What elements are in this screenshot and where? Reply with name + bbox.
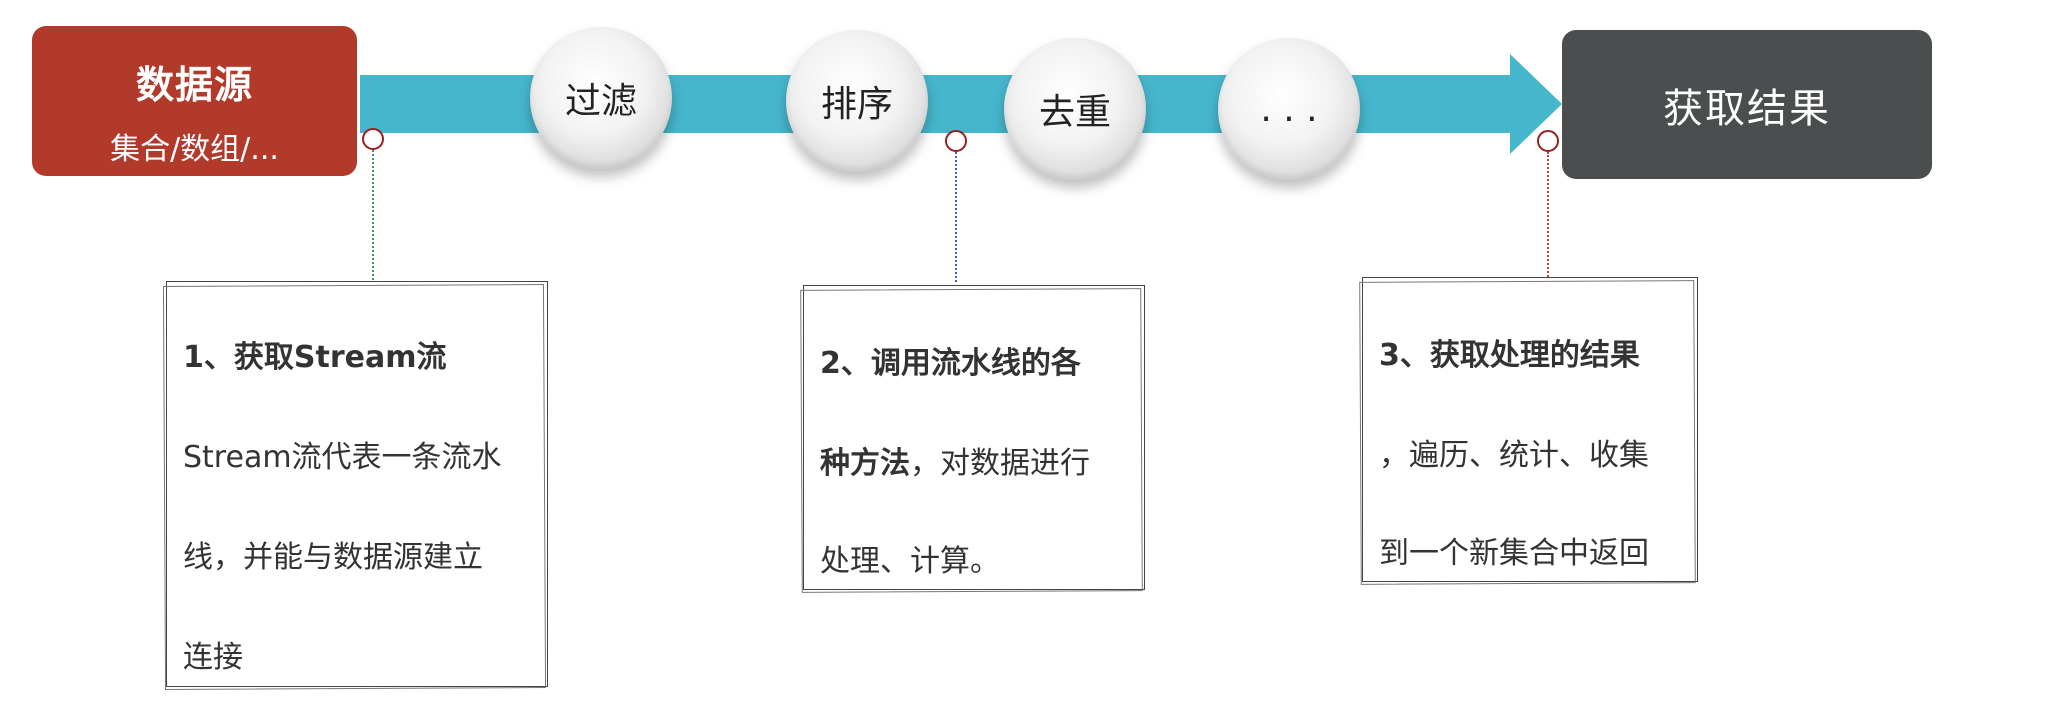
operation-more: . . . [1218, 38, 1360, 180]
connector-step-2 [955, 152, 957, 282]
marker-step-3 [1537, 130, 1559, 152]
note-1-line-2: 线，并能与数据源建立 [183, 540, 483, 575]
data-source-subtitle: 集合/数组/... [110, 132, 279, 167]
note-2-line-2: 种方法，对数据进行 [820, 438, 1090, 482]
connector-step-3 [1547, 152, 1549, 277]
data-source-box: 数据源 集合/数组/... [32, 26, 357, 176]
result-box: 获取结果 [1562, 30, 1932, 179]
note-card-get-stream: 1、获取Stream流 Stream流代表一条流水 线，并能与数据源建立 连接 [166, 281, 548, 687]
note-card-call-methods: 2、调用流水线的各 种方法，对数据进行 处理、计算。 [803, 285, 1145, 590]
operation-distinct: 去重 [1004, 38, 1146, 180]
note-1-line-1: Stream流代表一条流水 [183, 440, 502, 475]
note-3-line-1: ，遍历、统计、收集 [1379, 438, 1649, 473]
note-2-heading-line-2-bold: 种方法 [820, 446, 910, 481]
data-source-title: 数据源 [135, 63, 253, 107]
note-card-get-result: 3、获取处理的结果 ，遍历、统计、收集 到一个新集合中返回 [1362, 277, 1698, 582]
note-3-line-2: 到一个新集合中返回 [1379, 536, 1649, 571]
operation-filter: 过滤 [530, 27, 672, 169]
note-2-heading-line-2-rest: ，对数据进行 [910, 446, 1090, 481]
note-3-heading: 3、获取处理的结果 [1379, 338, 1640, 373]
connector-step-1 [372, 150, 374, 280]
marker-step-1 [362, 128, 384, 150]
marker-step-2 [945, 130, 967, 152]
operation-sort: 排序 [786, 30, 928, 172]
note-1-line-3: 连接 [183, 640, 243, 675]
note-2-heading-line-1: 2、调用流水线的各 [820, 346, 1081, 381]
note-2-line-3: 处理、计算。 [820, 544, 1000, 579]
note-1-heading: 1、获取Stream流 [183, 340, 447, 375]
